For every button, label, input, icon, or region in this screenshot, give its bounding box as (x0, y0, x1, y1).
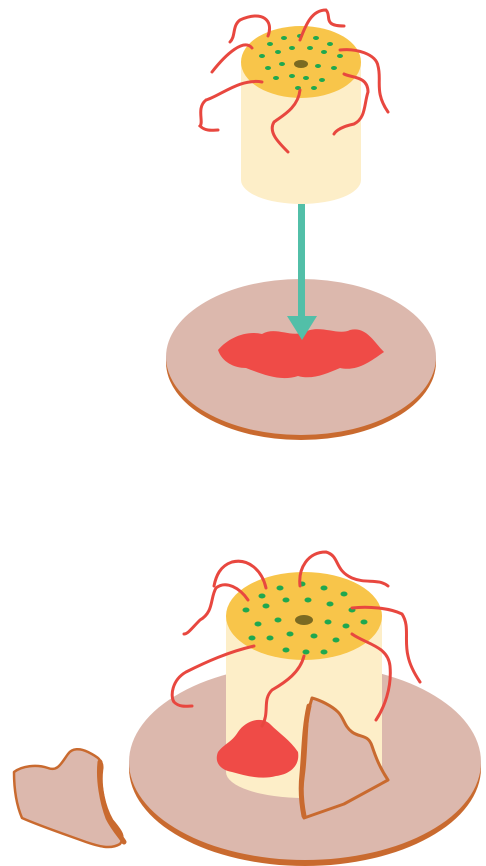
loose-fragment-body (14, 749, 122, 847)
top-center-hole (294, 60, 308, 68)
bottom-panel (14, 552, 481, 866)
top-panel (166, 10, 436, 440)
bottom-center-hole (295, 615, 313, 625)
down-arrow-icon (287, 204, 317, 340)
arrow-shaft (298, 204, 305, 320)
top-cylinder-bottom (241, 156, 361, 204)
top-cylinder (241, 26, 361, 204)
loose-fragment (14, 749, 124, 847)
